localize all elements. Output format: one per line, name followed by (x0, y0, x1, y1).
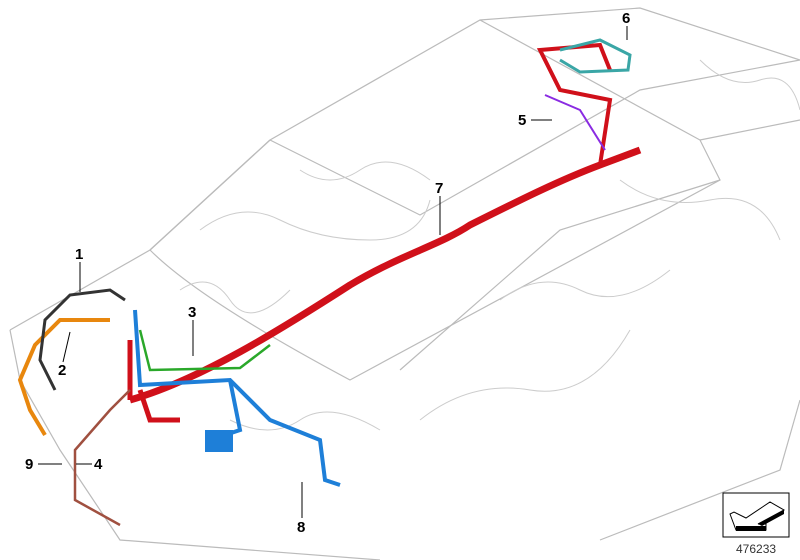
callout-9: 9 (25, 456, 34, 473)
car-body-outline (9, 7, 800, 560)
background-wiring (179, 59, 800, 431)
callout-1: 1 (75, 246, 84, 263)
harness-5 (544, 94, 606, 151)
view-direction-arrow-icon (722, 492, 790, 538)
callout-leaders (38, 26, 628, 518)
main-harness-7 (129, 146, 642, 404)
harness-3 (138, 329, 271, 372)
harness-2 (17, 318, 110, 437)
callout-5: 5 (518, 112, 527, 129)
callout-3: 3 (188, 304, 197, 321)
battery-harness (536, 42, 613, 166)
harness-1 (38, 288, 126, 391)
callout-6: 6 (622, 10, 631, 27)
harness-8 (133, 309, 341, 487)
harness-4 (73, 389, 131, 527)
callout-2: 2 (58, 362, 67, 379)
callout-7: 7 (435, 180, 444, 197)
harness-6 (559, 38, 632, 74)
callout-8: 8 (297, 519, 306, 536)
part-number: 476233 (736, 542, 777, 556)
callout-4: 4 (94, 456, 103, 473)
